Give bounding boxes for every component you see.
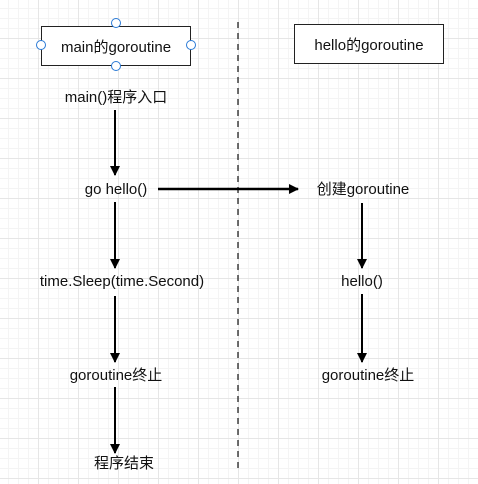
step-go-hello: go hello() xyxy=(84,181,148,198)
step-create-goroutine: 创建goroutine xyxy=(316,181,410,198)
step-hello-goroutine-terminate: goroutine终止 xyxy=(321,367,415,384)
selection-handle-top[interactable] xyxy=(111,18,121,28)
step-main-entry: main()程序入口 xyxy=(64,89,168,106)
step-time-sleep: time.Sleep(time.Second) xyxy=(39,273,205,290)
step-hello-call: hello() xyxy=(341,273,383,290)
hello-goroutine-header[interactable]: hello的goroutine xyxy=(294,24,444,64)
step-main-goroutine-terminate: goroutine终止 xyxy=(69,367,163,384)
selection-handle-left[interactable] xyxy=(36,40,46,50)
step-program-end: 程序结束 xyxy=(93,455,155,472)
main-goroutine-header[interactable]: main的goroutine xyxy=(41,26,191,66)
selection-handle-right[interactable] xyxy=(186,40,196,50)
selection-handle-bottom[interactable] xyxy=(111,61,121,71)
